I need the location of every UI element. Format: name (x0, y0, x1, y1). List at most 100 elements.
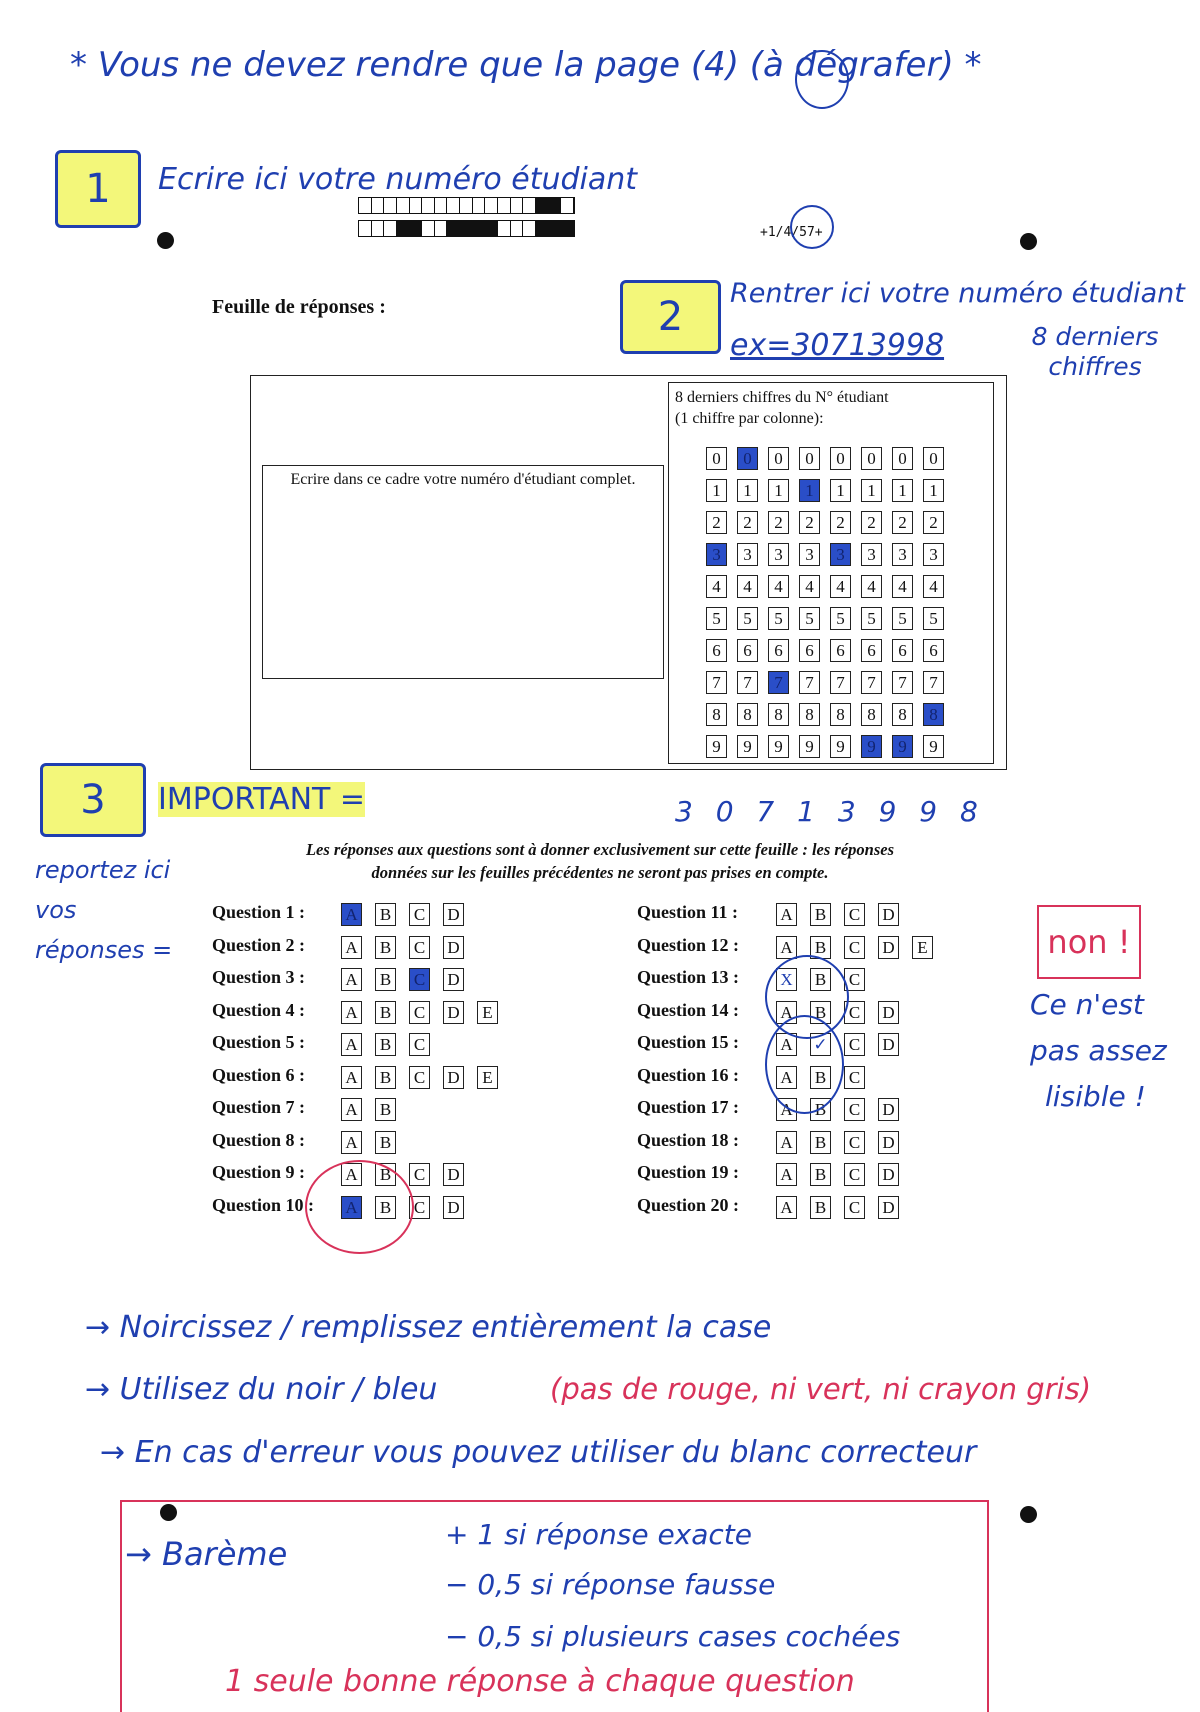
digit-cell-col1-2[interactable]: 2 (706, 511, 727, 534)
answer-box-q18-A[interactable]: A (776, 1130, 797, 1154)
answer-box-q2-C[interactable]: C (409, 935, 430, 959)
answer-box-q16-C[interactable]: C (844, 1065, 865, 1089)
answer-box-q3-A[interactable]: A (341, 968, 362, 991)
digit-cell-col6-5[interactable]: 5 (861, 607, 882, 630)
digit-cell-col6-1[interactable]: 1 (861, 479, 882, 502)
digit-cell-col5-0[interactable]: 0 (830, 447, 851, 470)
digit-cell-col6-6[interactable]: 6 (861, 639, 882, 662)
digit-cell-col3-4[interactable]: 4 (768, 575, 789, 598)
answer-box-q19-A[interactable]: A (776, 1163, 797, 1186)
digit-cell-col5-3[interactable]: 3 (830, 543, 851, 566)
digit-cell-col3-0[interactable]: 0 (768, 447, 789, 470)
digit-cell-col4-5[interactable]: 5 (799, 607, 820, 630)
answer-box-q6-D[interactable]: D (443, 1065, 464, 1089)
answer-box-q18-B[interactable]: B (810, 1130, 831, 1154)
answer-box-q12-E[interactable]: E (912, 935, 933, 959)
digit-cell-col3-7[interactable]: 7 (768, 671, 789, 694)
answer-box-q1-A[interactable]: A (341, 903, 362, 926)
digit-cell-col2-2[interactable]: 2 (737, 511, 758, 534)
digit-cell-col4-2[interactable]: 2 (799, 511, 820, 534)
digit-cell-col7-2[interactable]: 2 (892, 511, 913, 534)
digit-cell-col1-7[interactable]: 7 (706, 671, 727, 694)
digit-cell-col6-7[interactable]: 7 (861, 671, 882, 694)
digit-cell-col4-9[interactable]: 9 (799, 735, 820, 758)
digit-cell-col2-0[interactable]: 0 (737, 447, 758, 470)
answer-box-q10-D[interactable]: D (443, 1195, 464, 1219)
answer-box-q1-B[interactable]: B (375, 903, 396, 926)
digit-cell-col2-9[interactable]: 9 (737, 735, 758, 758)
digit-cell-col4-0[interactable]: 0 (799, 447, 820, 470)
answer-box-q18-C[interactable]: C (844, 1130, 865, 1154)
answer-box-q7-A[interactable]: A (341, 1098, 362, 1121)
answer-box-q5-C[interactable]: C (409, 1033, 430, 1056)
digit-cell-col5-7[interactable]: 7 (830, 671, 851, 694)
digit-cell-col4-3[interactable]: 3 (799, 543, 820, 566)
digit-cell-col2-3[interactable]: 3 (737, 543, 758, 566)
answer-box-q11-D[interactable]: D (878, 903, 899, 926)
answer-box-q4-C[interactable]: C (409, 1000, 430, 1024)
digit-cell-col2-1[interactable]: 1 (737, 479, 758, 502)
digit-cell-col6-3[interactable]: 3 (861, 543, 882, 566)
digit-cell-col8-7[interactable]: 7 (923, 671, 944, 694)
digit-cell-col2-7[interactable]: 7 (737, 671, 758, 694)
answer-box-q20-B[interactable]: B (810, 1195, 831, 1219)
answer-box-q15-C[interactable]: C (844, 1033, 865, 1056)
digit-cell-col8-0[interactable]: 0 (923, 447, 944, 470)
answer-box-q4-B[interactable]: B (375, 1000, 396, 1024)
digit-cell-col6-2[interactable]: 2 (861, 511, 882, 534)
digit-cell-col5-4[interactable]: 4 (830, 575, 851, 598)
digit-cell-col6-9[interactable]: 9 (861, 735, 882, 758)
digit-cell-col6-4[interactable]: 4 (861, 575, 882, 598)
digit-cell-col3-1[interactable]: 1 (768, 479, 789, 502)
digit-cell-col5-1[interactable]: 1 (830, 479, 851, 502)
digit-cell-col2-4[interactable]: 4 (737, 575, 758, 598)
digit-cell-col5-8[interactable]: 8 (830, 703, 851, 726)
digit-cell-col5-2[interactable]: 2 (830, 511, 851, 534)
answer-box-q6-B[interactable]: B (375, 1065, 396, 1089)
answer-box-q17-C[interactable]: C (844, 1098, 865, 1121)
answer-box-q14-D[interactable]: D (878, 1000, 899, 1024)
answer-box-q19-B[interactable]: B (810, 1163, 831, 1186)
answer-box-q18-D[interactable]: D (878, 1130, 899, 1154)
answer-box-q8-A[interactable]: A (341, 1130, 362, 1154)
answer-box-q17-D[interactable]: D (878, 1098, 899, 1121)
digit-cell-col2-6[interactable]: 6 (737, 639, 758, 662)
digit-cell-col8-3[interactable]: 3 (923, 543, 944, 566)
digit-cell-col7-3[interactable]: 3 (892, 543, 913, 566)
digit-cell-col3-2[interactable]: 2 (768, 511, 789, 534)
answer-box-q2-D[interactable]: D (443, 935, 464, 959)
answer-box-q19-C[interactable]: C (844, 1163, 865, 1186)
answer-box-q12-D[interactable]: D (878, 935, 899, 959)
digit-cell-col3-5[interactable]: 5 (768, 607, 789, 630)
digit-cell-col7-7[interactable]: 7 (892, 671, 913, 694)
answer-box-q11-C[interactable]: C (844, 903, 865, 926)
digit-cell-col3-3[interactable]: 3 (768, 543, 789, 566)
answer-box-q12-C[interactable]: C (844, 935, 865, 959)
digit-cell-col7-4[interactable]: 4 (892, 575, 913, 598)
answer-box-q2-A[interactable]: A (341, 935, 362, 959)
digit-cell-col1-5[interactable]: 5 (706, 607, 727, 630)
answer-box-q3-B[interactable]: B (375, 968, 396, 991)
digit-cell-col1-8[interactable]: 8 (706, 703, 727, 726)
answer-box-q9-C[interactable]: C (409, 1163, 430, 1186)
digit-cell-col8-9[interactable]: 9 (923, 735, 944, 758)
digit-cell-col8-1[interactable]: 1 (923, 479, 944, 502)
digit-cell-col7-0[interactable]: 0 (892, 447, 913, 470)
answer-box-q12-A[interactable]: A (776, 935, 797, 959)
answer-box-q2-B[interactable]: B (375, 935, 396, 959)
digit-cell-col6-8[interactable]: 8 (861, 703, 882, 726)
answer-box-q4-D[interactable]: D (443, 1000, 464, 1024)
digit-cell-col5-6[interactable]: 6 (830, 639, 851, 662)
digit-cell-col2-5[interactable]: 5 (737, 607, 758, 630)
answer-box-q8-B[interactable]: B (375, 1130, 396, 1154)
digit-cell-col7-8[interactable]: 8 (892, 703, 913, 726)
digit-cell-col4-1[interactable]: 1 (799, 479, 820, 502)
digit-cell-col8-5[interactable]: 5 (923, 607, 944, 630)
digit-cell-col7-5[interactable]: 5 (892, 607, 913, 630)
digit-cell-col1-1[interactable]: 1 (706, 479, 727, 502)
digit-cell-col1-0[interactable]: 0 (706, 447, 727, 470)
answer-box-q20-D[interactable]: D (878, 1195, 899, 1219)
answer-box-q1-C[interactable]: C (409, 903, 430, 926)
digit-cell-col8-2[interactable]: 2 (923, 511, 944, 534)
answer-box-q6-C[interactable]: C (409, 1065, 430, 1089)
